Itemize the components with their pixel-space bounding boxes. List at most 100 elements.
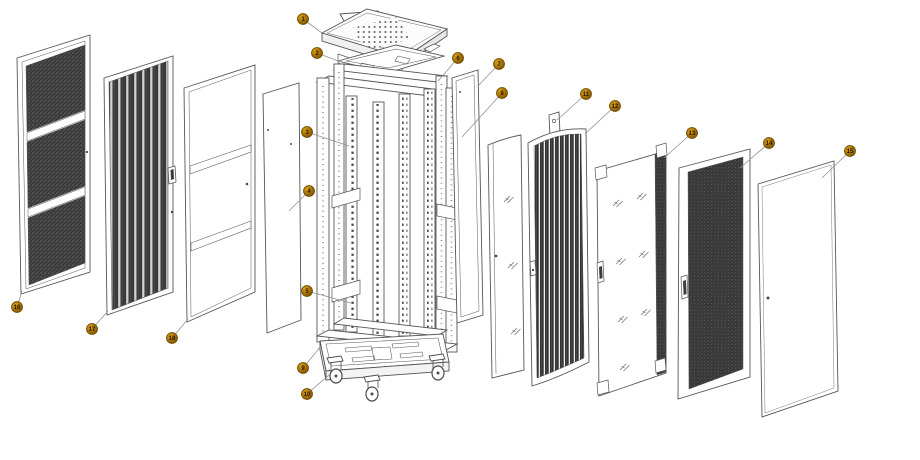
- marker-number: 11: [583, 92, 590, 98]
- flat-glass-door: [594, 142, 668, 397]
- marker-number: 5: [305, 289, 309, 295]
- three-section-mesh-door: [16, 34, 91, 295]
- corner-bracket: [655, 142, 668, 159]
- marker-number: 1: [301, 17, 305, 23]
- corner-bracket: [594, 164, 608, 181]
- left-narrow-side-panel: [262, 82, 302, 334]
- mid-cross-brackets: [331, 187, 458, 314]
- marker-circle: [844, 145, 856, 157]
- marker-number: 7: [497, 62, 501, 68]
- corner-bracket: [654, 357, 667, 374]
- marker-circle: [496, 87, 508, 99]
- part-marker-17: 17: [86, 310, 109, 335]
- marker-number: 16: [14, 305, 21, 311]
- marker-circle: [297, 362, 309, 374]
- part-marker-1: 1: [297, 13, 323, 34]
- door-mesh-strip: [654, 150, 667, 376]
- right-side-panel-strip: [451, 69, 484, 324]
- leader-line: [584, 105, 616, 135]
- marker-circle: [301, 285, 313, 297]
- part-marker-6: 6: [437, 52, 464, 82]
- marker-circle: [609, 100, 621, 112]
- marker-circle: [86, 323, 98, 335]
- marker-number: 15: [847, 149, 854, 155]
- base-frame: [319, 333, 450, 381]
- marker-circle: [763, 137, 775, 149]
- part-marker-18: 18: [166, 318, 189, 344]
- vent-perforation: [352, 17, 411, 51]
- marker-number: 2: [315, 51, 319, 57]
- marker-circle: [493, 58, 505, 70]
- right-door-group: [451, 69, 839, 418]
- main-frame: [315, 63, 459, 353]
- marker-circle: [311, 47, 323, 59]
- leader-line: [461, 92, 503, 138]
- part-marker-15: 15: [821, 145, 856, 179]
- curved-perforated-front-door: [527, 111, 590, 387]
- side-glass-door: [487, 134, 525, 379]
- vertical-mounting-rails: [345, 88, 436, 349]
- door-lock-handle: [529, 260, 537, 277]
- marker-circle: [301, 388, 313, 400]
- part-marker-5: 5: [301, 285, 352, 304]
- marker-number: 4: [307, 189, 311, 195]
- corner-bracket: [596, 379, 610, 396]
- part-marker-8: 8: [461, 87, 508, 138]
- rear-bottom-cross-member: [332, 317, 449, 337]
- marker-circle: [11, 301, 23, 313]
- solid-rear-door: [757, 160, 839, 418]
- marker-number: 17: [89, 327, 96, 333]
- marker-circle: [580, 88, 592, 100]
- pin-dot: [459, 91, 461, 93]
- three-section-panel-door: [183, 64, 256, 323]
- marker-circle: [303, 185, 315, 197]
- marker-circle: [686, 127, 698, 139]
- leader-line: [663, 132, 693, 159]
- part-marker-7: 7: [477, 58, 505, 87]
- marker-circle: [297, 13, 309, 25]
- marker-number: 8: [500, 91, 504, 97]
- marker-circle: [301, 126, 313, 138]
- marker-circle: [166, 332, 178, 344]
- leader-line: [306, 131, 350, 147]
- leader-line: [739, 142, 770, 169]
- caster-wheels: [326, 353, 446, 402]
- part-marker-14: 14: [739, 137, 775, 169]
- part-marker-12: 12: [584, 100, 621, 135]
- marker-circle: [452, 52, 464, 64]
- lock-dot: [766, 296, 770, 300]
- part-marker-9: 9: [297, 345, 322, 374]
- screw-dot: [85, 150, 89, 154]
- marker-number: 6: [456, 56, 460, 62]
- part-marker-3: 3: [301, 126, 350, 147]
- bracket-hole: [552, 119, 556, 123]
- part-marker-2: 2: [311, 47, 342, 63]
- marker-number: 9: [301, 366, 305, 372]
- part-marker-13: 13: [663, 127, 698, 159]
- marker-number: 10: [304, 392, 311, 398]
- base-assembly: [319, 333, 450, 402]
- marker-number: 13: [689, 131, 696, 137]
- part-marker-10: 10: [301, 374, 330, 400]
- perforated-mesh-door: [677, 148, 751, 400]
- marker-number: 12: [612, 104, 619, 110]
- lock-dot: [170, 210, 174, 214]
- leader-line: [306, 290, 352, 304]
- louvered-door: [103, 55, 177, 316]
- leader-line: [821, 150, 851, 179]
- part-marker-11: 11: [556, 88, 592, 121]
- marker-number: 14: [766, 141, 773, 147]
- top-cover-assembly: [320, 8, 449, 76]
- part-marker-16: 16: [11, 290, 23, 313]
- left-door-group: [16, 34, 302, 334]
- marker-number: 18: [169, 336, 176, 342]
- leader-line: [556, 93, 587, 121]
- pin-dot: [267, 129, 269, 131]
- pin-dot: [290, 143, 292, 145]
- marker-number: 3: [305, 130, 309, 136]
- lock-dot: [245, 182, 249, 186]
- part-marker-4: 4: [288, 185, 315, 212]
